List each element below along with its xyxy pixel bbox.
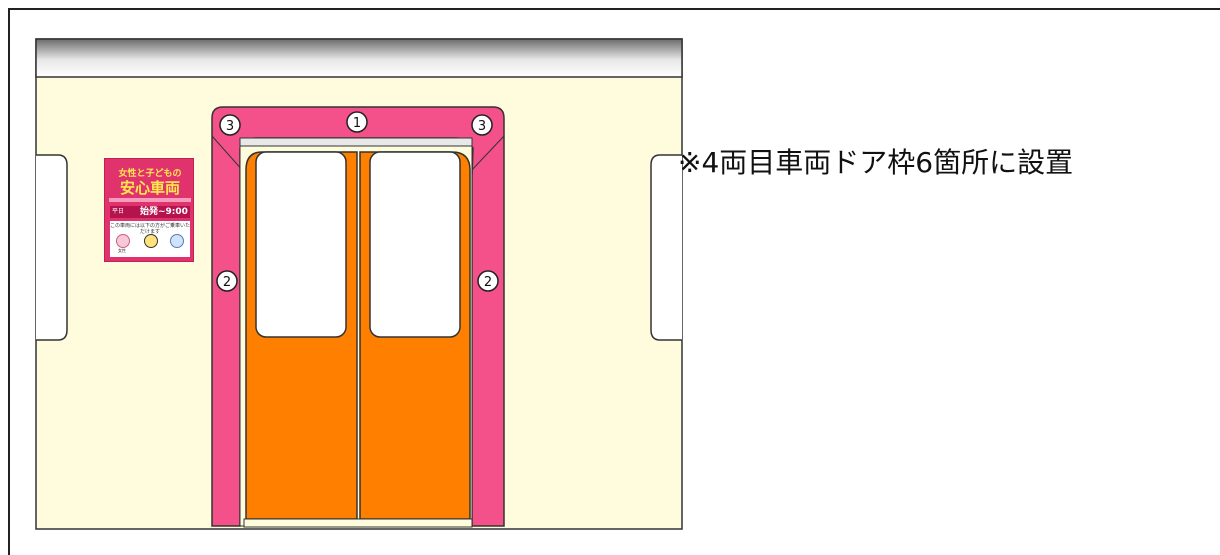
child-icon: [144, 234, 158, 248]
door-right-window: [369, 151, 461, 338]
installation-note: ※4両目車両ドア枠6箇所に設置: [678, 146, 1074, 179]
poster-title-small: 女性と子どもの: [118, 169, 182, 179]
car-ceiling: [35, 38, 683, 78]
poster-hours-label: 平日: [112, 208, 125, 215]
door-header: [239, 137, 473, 147]
marker-corner-left-label: 3: [226, 119, 234, 134]
left-window: [36, 154, 68, 341]
right-window: [650, 154, 682, 341]
marker-top: 1: [346, 111, 368, 133]
door-left-window: [255, 151, 347, 338]
marker-corner-right: 3: [471, 114, 493, 136]
marker-side-left-label: 2: [223, 275, 231, 290]
poster-label-women: 女性: [118, 248, 126, 253]
assisted-passenger-icon: [170, 234, 184, 248]
womens-car-poster: 女性と子どもの 安心車両 平日 始発~9:00 この車両には以下の方がご乗車いた…: [104, 158, 194, 262]
door-threshold: [243, 518, 473, 528]
woman-icon: [116, 234, 130, 248]
marker-side-right-label: 2: [484, 275, 492, 290]
poster-hours-value: 始発~9:00: [140, 207, 188, 217]
marker-top-label: 1: [353, 116, 361, 131]
diagram-frame: [8, 8, 1220, 555]
marker-corner-right-label: 3: [478, 119, 486, 134]
marker-side-right: 2: [477, 270, 499, 292]
poster-hours: 平日 始発~9:00: [110, 206, 190, 218]
frame-corner-line-left: [211, 135, 245, 173]
poster-panel-text: この車両には以下の方がご乗車いただけます: [110, 223, 191, 235]
marker-corner-left: 3: [219, 114, 241, 136]
poster-subtitle-bar: [109, 198, 191, 202]
poster-panel: この車両には以下の方がご乗車いただけます 女性: [110, 221, 190, 257]
marker-side-left: 2: [216, 270, 238, 292]
frame-corner-line-right: [469, 135, 505, 173]
poster-title-large: 安心車両: [119, 179, 180, 197]
